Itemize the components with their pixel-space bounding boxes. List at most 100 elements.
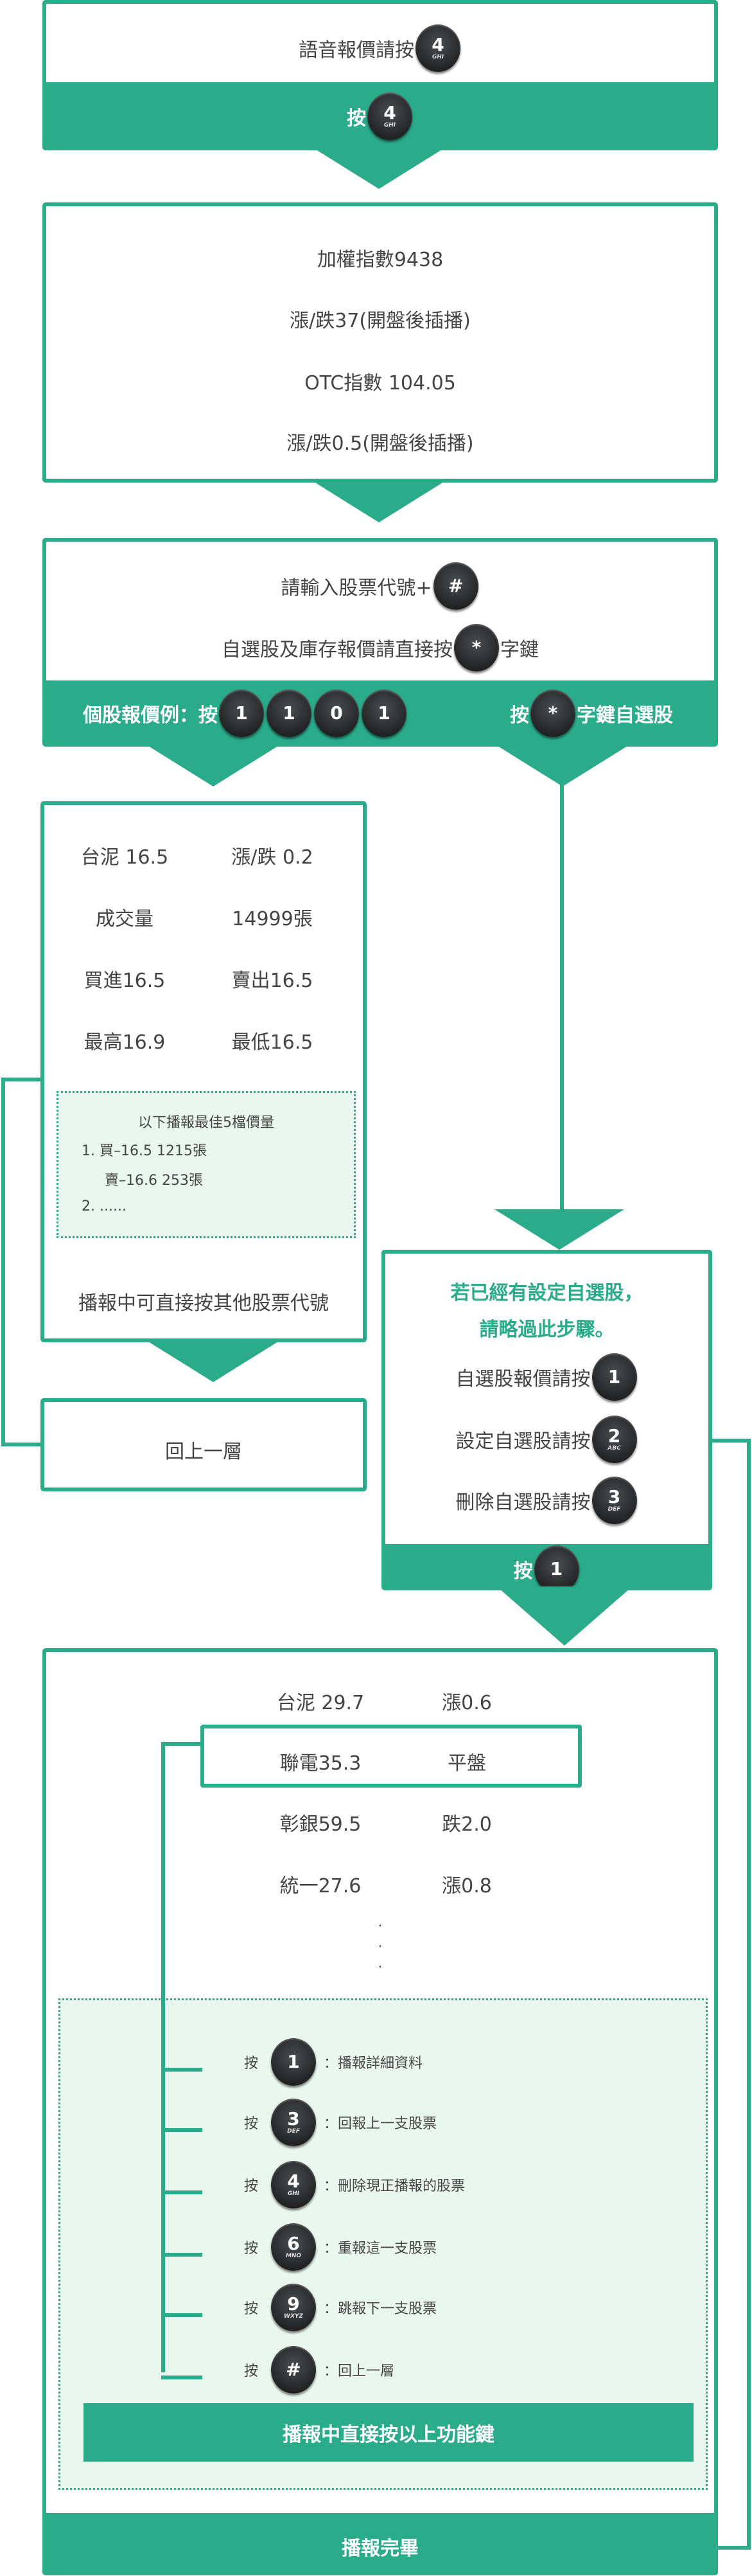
favorites-group: 按 * 字鍵自選股 [510,689,673,737]
press-label: 按 [510,704,529,727]
loop-connector [1,1078,42,1081]
key-number: * [471,637,482,658]
loop-connector [714,2546,751,2550]
stock-name-price: 彰銀59.5 [279,1813,362,1836]
example-group: 個股報價例：按 1 1 0 1 [83,689,408,737]
key-number: 0 [330,702,343,724]
tree-connector [161,1742,165,2372]
best5-line: 賣–16.6 253張 [105,1173,203,1189]
arrow-down [148,1342,278,1382]
key-number: 1 [235,702,248,724]
best5-title: 以下播報最佳5檔價量 [138,1115,274,1131]
press-label: 按 [244,2241,259,2257]
option-label: 刪除自選股請按 [455,1491,591,1514]
key-letters: GHI [383,121,396,129]
quote-box: 台泥 16.5 漲/跌 0.2 成交量 14999張 買進16.5 賣出16.5… [40,801,367,1342]
key-1-icon: 1 [591,1353,637,1401]
function-description: ：回報上一支股票 [324,2116,437,2132]
index-line: 漲/跌0.5(開盤後插播) [286,432,474,455]
key-hash-icon: # [433,562,478,610]
back-label: 回上一層 [165,1441,242,1463]
press-label: 按 [244,2301,259,2317]
key-number: 1 [378,702,390,724]
connector-line [560,771,564,1214]
quote-name-price: 台泥 16.5 [80,846,169,869]
function-description: ：回上一層 [324,2363,395,2379]
key-number: 6 [287,2232,300,2254]
best5-line: 1. 買–16.5 1215張 [82,1143,207,1159]
tree-branch [161,2128,202,2132]
key-number: 9 [287,2293,300,2314]
favorites-option: 自選股報價請按 1 [385,1353,708,1401]
back-box[interactable]: 回上一層 [40,1398,367,1491]
arrow-down [148,746,278,786]
press-label: 按 [244,2116,259,2132]
key-number: 4 [287,2170,300,2192]
index-line: 漲/跌37(開盤後插播) [290,310,471,332]
loop-connector [712,1439,751,1443]
key-letters: GHI [287,2190,300,2197]
press-label: 按 [244,2056,259,2072]
tree-branch [161,2190,202,2194]
key-1-icon: 1 [271,2038,317,2086]
function-keys-panel: 播報中直接按以上功能鍵 [58,1998,708,2490]
tree-branch [161,2376,202,2379]
loop-connector [1,1443,42,1446]
quote-ask: 賣出16.5 [231,970,313,992]
voice-quote-text: 語音報價請按 [299,39,414,62]
stock-name-price: 聯電35.3 [279,1752,362,1775]
option-label: 自選股報價請按 [455,1368,591,1390]
quote-note: 播報中可直接按其他股票代號 [78,1292,329,1315]
press-label: 按 [244,2178,259,2194]
key-letters: WXYZ [284,2313,303,2320]
function-description: ：跳報下一支股票 [324,2301,437,2317]
key-letters: DEF [608,1506,621,1513]
function-description: ：刪除現正播報的股票 [324,2178,466,2194]
key-1-icon: 1 [534,1545,579,1586]
key-letters: DEF [287,2127,300,2135]
quote-high: 最高16.9 [83,1031,166,1054]
tree-branch [161,2253,202,2257]
key-0-icon: 0 [314,689,359,737]
arrow-down [314,482,444,522]
key-hash-icon: # [271,2346,317,2394]
ellipsis-dot: · [378,1918,383,1933]
key-number: 1 [608,1366,621,1387]
key-number: 4 [432,33,444,55]
arrow-down [494,1209,624,1250]
stock-change: 跌2.0 [442,1813,492,1836]
loop-connector [747,1439,751,2550]
tree-branch [161,2068,202,2072]
best5-line: 2. ...... [82,1198,127,1214]
key-number: # [448,575,464,596]
press-label: 按 [513,1560,533,1583]
function-description: ：重報這一支股票 [324,2241,437,2257]
favorites-instruction: 自選股及庫存報價請直接按 [222,639,453,661]
key-star-icon: * [530,689,575,737]
key-number: 3 [287,2108,300,2129]
favorites-label: 字鍵自選股 [577,704,673,727]
stock-name-price: 台泥 29.7 [276,1692,365,1714]
key-number: * [548,702,558,724]
arrow-down [314,148,444,189]
quote-low: 最低16.5 [231,1031,313,1054]
quote-change: 漲/跌 0.2 [231,846,313,869]
key-letters: MNO [285,2252,302,2259]
playback-box: 台泥 29.7 漲0.6 聯電35.3 平盤 彰銀59.5 跌2.0 統一27.… [42,1648,718,2575]
ellipsis-dot: · [378,1959,383,1975]
